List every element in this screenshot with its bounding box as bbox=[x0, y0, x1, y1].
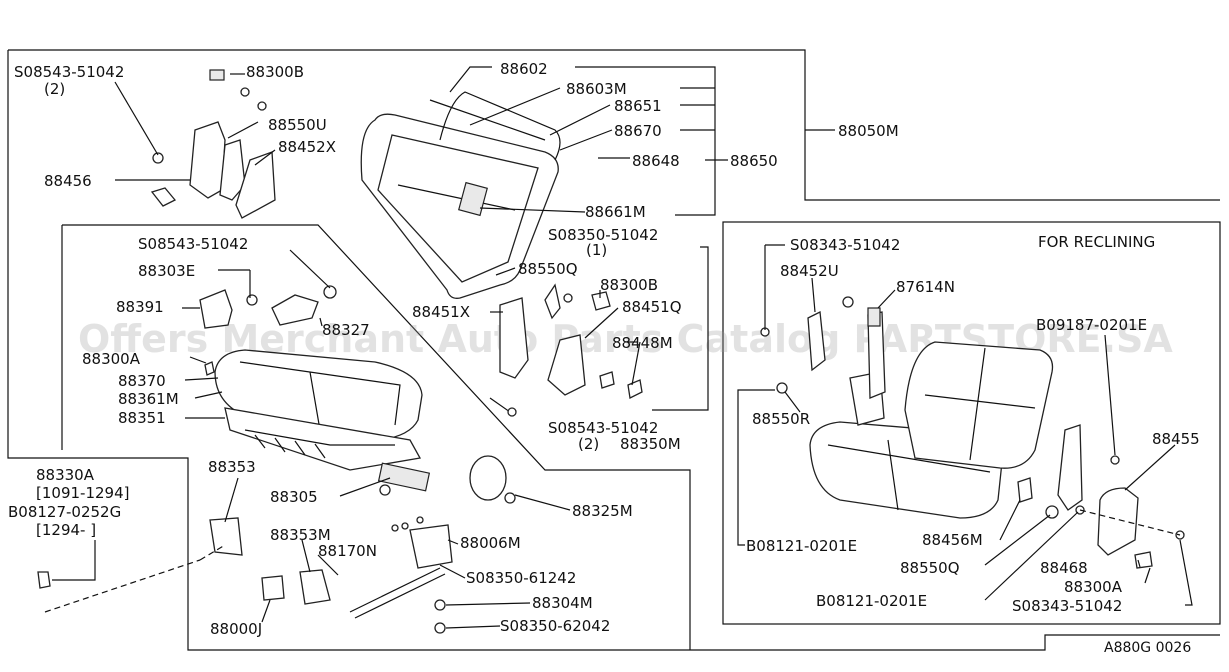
label-88451x: 88451X bbox=[412, 303, 470, 321]
label-88300a-a: 88300A bbox=[82, 350, 141, 368]
label-08543-51042-c: S08543-51042 bbox=[548, 419, 658, 437]
label-87614n: 87614N bbox=[896, 278, 955, 296]
label-88353: 88353 bbox=[208, 458, 256, 476]
label-08543-51042-a: S08543-51042 bbox=[14, 63, 124, 81]
label-88602: 88602 bbox=[500, 60, 548, 78]
label-88603m: 88603M bbox=[566, 80, 627, 98]
label-88651: 88651 bbox=[614, 97, 662, 115]
label-for-reclining: FOR RECLINING bbox=[1038, 233, 1155, 251]
label-08350-61242: S08350-61242 bbox=[466, 569, 576, 587]
reclining-seat-drawing bbox=[760, 296, 1185, 569]
label-88650: 88650 bbox=[730, 152, 778, 170]
label-88050m: 88050M bbox=[838, 122, 899, 140]
label-09187-0201e: B09187-0201E bbox=[1036, 316, 1147, 334]
label-88353m: 88353M bbox=[270, 526, 331, 544]
label-88370: 88370 bbox=[118, 372, 166, 390]
label-date-range-1: [1091-1294] bbox=[36, 484, 129, 502]
label-88456: 88456 bbox=[44, 172, 92, 190]
label-qty-2-b: (2) bbox=[578, 435, 599, 453]
label-88170n: 88170N bbox=[318, 542, 377, 560]
label-88550q-a: 88550Q bbox=[518, 260, 578, 278]
frame-lines bbox=[7, 49, 1221, 651]
label-08343-51042-a: S08343-51042 bbox=[790, 236, 900, 254]
label-88351: 88351 bbox=[118, 409, 166, 427]
label-qty-1: (1) bbox=[586, 241, 607, 259]
label-88456m: 88456M bbox=[922, 531, 983, 549]
label-08121-0201e-a: B08121-0201E bbox=[746, 537, 857, 555]
label-88550q-b: 88550Q bbox=[900, 559, 960, 577]
label-88350m: 88350M bbox=[620, 435, 681, 453]
label-date-range-2: [1294- ] bbox=[36, 521, 96, 539]
label-88325m: 88325M bbox=[572, 502, 633, 520]
lower-parts bbox=[37, 285, 516, 634]
part-labels: S08543-51042 (2) 88300B 88550U 88452X 88… bbox=[8, 60, 1200, 656]
label-88305: 88305 bbox=[270, 488, 318, 506]
label-88000j: 88000J bbox=[210, 620, 262, 638]
label-88303e: 88303E bbox=[138, 262, 195, 280]
label-08350-51042: S08350-51042 bbox=[548, 226, 658, 244]
label-88327: 88327 bbox=[322, 321, 370, 339]
label-88550r: 88550R bbox=[752, 410, 810, 428]
label-88455: 88455 bbox=[1152, 430, 1200, 448]
bracket-parts-top-left bbox=[150, 69, 276, 219]
label-88452x: 88452X bbox=[278, 138, 336, 156]
label-88361m: 88361M bbox=[118, 390, 179, 408]
label-08127-0252g: B08127-0252G bbox=[8, 503, 121, 521]
label-88330a: 88330A bbox=[36, 466, 95, 484]
label-88304m: 88304M bbox=[532, 594, 593, 612]
center-hinge-parts bbox=[489, 283, 643, 417]
seat-back-drawing bbox=[360, 91, 561, 299]
label-08543-51042-b: S08543-51042 bbox=[138, 235, 248, 253]
label-88648: 88648 bbox=[632, 152, 680, 170]
diagram-code: A880G 0026 bbox=[1104, 640, 1191, 656]
label-88300b-b: 88300B bbox=[600, 276, 658, 294]
label-08343-51042-b: S08343-51042 bbox=[1012, 597, 1122, 615]
label-88300a-b: 88300A bbox=[1064, 578, 1123, 596]
label-88550u: 88550U bbox=[268, 116, 327, 134]
label-88300b-a: 88300B bbox=[246, 63, 304, 81]
label-88468: 88468 bbox=[1040, 559, 1088, 577]
label-qty-2-a: (2) bbox=[44, 80, 65, 98]
label-88670: 88670 bbox=[614, 122, 662, 140]
leader-lines bbox=[44, 66, 1193, 629]
label-88661m: 88661M bbox=[585, 203, 646, 221]
label-88391: 88391 bbox=[116, 298, 164, 316]
label-08121-0201e-b: B08121-0201E bbox=[816, 592, 927, 610]
label-88452u: 88452U bbox=[780, 262, 839, 280]
label-88451q: 88451Q bbox=[622, 298, 682, 316]
label-08350-62042: S08350-62042 bbox=[500, 617, 610, 635]
label-88448m: 88448M bbox=[612, 334, 673, 352]
seat-cushion-drawing bbox=[214, 349, 431, 492]
label-88006m: 88006M bbox=[460, 534, 521, 552]
